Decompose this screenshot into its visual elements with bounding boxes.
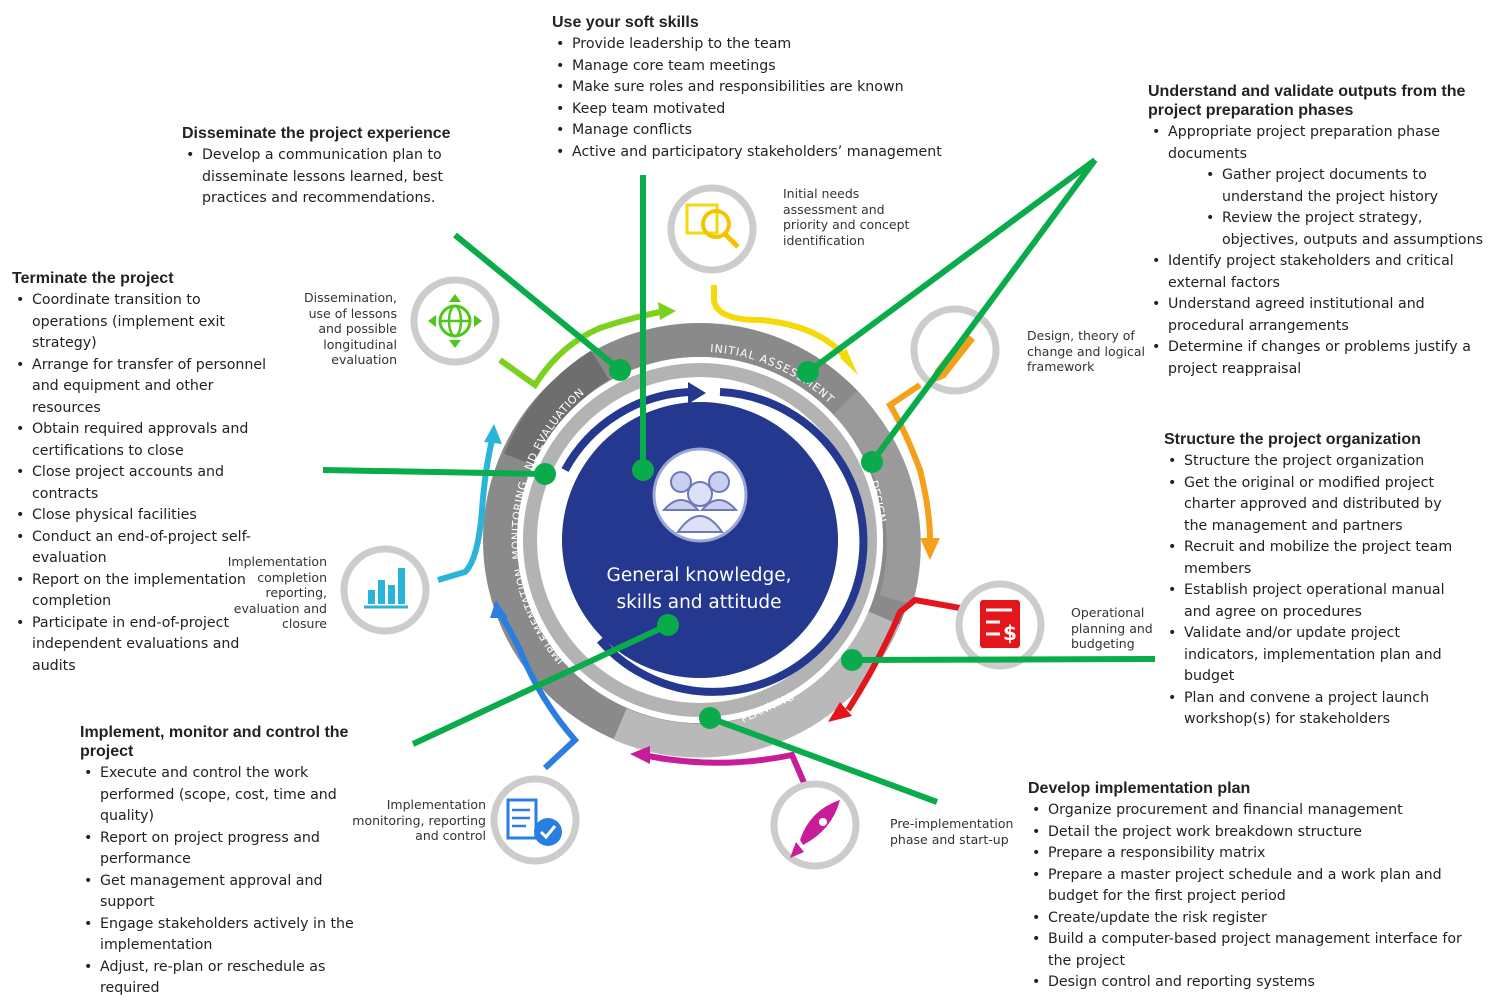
ring-segment-design [832,390,921,605]
connector-lines [322,157,1156,805]
list-item: Conduct an end-of-project self-evaluatio… [16,527,277,570]
list-item: Arrange for transfer of personnel and eq… [16,355,277,420]
list-item: Prepare a responsibility matrix [1032,843,1483,865]
list-item: Detail the project work breakdown struct… [1032,822,1483,844]
terminate-title: Terminate the project [12,270,174,287]
list-item: Determine if changes or problems justify… [1152,337,1486,380]
list-item: Build a computer-based project managemen… [1032,929,1483,972]
list-item: Manage conflicts [556,120,972,142]
list-item: Structure the project organization [1168,451,1464,473]
label-dissemination: Dissemination, use of lessons and possib… [304,290,397,367]
list-item: Get management approval and support [84,871,365,914]
arrow-cyan [437,439,495,583]
inner-arc-left [561,388,691,472]
list-item: Manage core team meetings [556,56,972,78]
list-item: Adjust, re-plan or reschedule as require… [84,957,365,1000]
list-item: Report on project progress and performan… [84,828,365,871]
list-item: Gather project documents to understand t… [1206,165,1486,208]
develop-title: Develop implementation plan [1028,780,1251,797]
structure-block: Structure the project organization Struc… [1164,430,1464,731]
list-item: Identify project stakeholders and critic… [1152,251,1486,294]
list-item: Validate and/or update project indicator… [1168,623,1464,688]
soft-skills-block: Use your soft skills Provide leadership … [552,13,972,163]
arrow-yellow [711,285,851,362]
list-item: Keep team motivated [556,99,972,121]
terminate-block: Terminate the project Coordinate transit… [12,269,277,677]
arrow-orange [885,382,933,541]
list-item: Prepare a master project schedule and a … [1032,865,1483,908]
search-icon [667,184,757,274]
rocket-icon [770,780,860,870]
list-item: Develop a communication plan to dissemin… [186,145,457,210]
checklist-icon [490,775,580,865]
list-item: Plan and convene a project launch worksh… [1168,688,1464,731]
ring-segment-impl-upper [504,350,610,467]
people-icon [652,447,748,543]
implement-title: Implement, monitor and control the proje… [80,724,349,760]
develop-block: Develop implementation plan Organize pro… [1028,779,1483,994]
list-item: Report on the implementation completion [16,570,277,613]
list-item: Provide leadership to the team [556,34,972,56]
list-item: Coordinate transition to operations (imp… [16,290,277,355]
list-item: Engage stakeholders actively in the impl… [84,914,365,957]
inner-grey-ring [523,363,877,717]
list-item: Make sure roles and responsibilities are… [556,77,972,99]
list-item: Participate in end-of-project independen… [16,613,277,678]
list-item: Establish project operational manual and… [1168,580,1464,623]
understand-block: Understand and validate outputs from the… [1148,82,1486,380]
inner-arc-right [596,388,868,696]
list-item: Close project accounts and contracts [16,462,277,505]
structure-title: Structure the project organization [1164,431,1421,448]
understand-title: Understand and validate outputs from the… [1148,83,1466,119]
svg-text:$: $ [1003,621,1017,645]
label-preimpl: Pre-implementation phase and start-up [890,816,1014,847]
soft-skills-title: Use your soft skills [552,14,699,31]
connector-dots [534,359,883,729]
arrow-red [845,596,961,712]
list-item: Recruit and mobilize the project team me… [1168,537,1464,580]
disseminate-block: Disseminate the project experience Devel… [182,124,457,210]
list-item: Organize procurement and financial manag… [1032,800,1483,822]
label-needs: Initial needs assessment and priority an… [783,186,910,248]
arrow-magenta [647,751,808,787]
invoice-icon: $ [955,580,1045,670]
label-monitoring: Implementation monitoring, reporting and… [352,797,486,843]
arrow-blue [497,612,580,771]
list-item: Review the project strategy, objectives,… [1206,208,1486,251]
list-item: Design control and reporting systems [1032,972,1483,994]
list-item: Appropriate project preparation phase do… [1152,122,1486,165]
implement-block: Implement, monitor and control the proje… [80,723,365,1000]
list-item: Create/update the risk register [1032,908,1483,930]
list-item: Understand agreed institutional and proc… [1152,294,1486,337]
center-label: General knowledge, skills and attitude [606,565,792,613]
arrow-lightgreen [498,309,661,390]
list-item: Active and participatory stakeholders’ m… [556,142,972,164]
bar-chart-icon [340,545,430,635]
list-item: Get the original or modified project cha… [1168,473,1464,538]
globe-icon [410,276,500,366]
label-design: Design, theory of change and logical fra… [1027,328,1145,374]
list-item: Execute and control the work performed (… [84,763,365,828]
label-operational: Operational planning and budgeting [1071,605,1153,651]
list-item: Close physical facilities [16,505,277,527]
list-item: Obtain required approvals and certificat… [16,419,277,462]
disseminate-title: Disseminate the project experience [182,125,451,142]
